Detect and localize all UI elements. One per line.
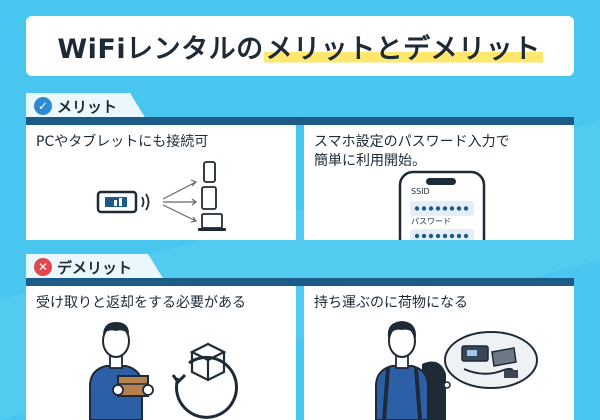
laptop-icon <box>198 213 226 231</box>
merit-card-devices: PCやタブレットにも接続可 <box>26 125 296 240</box>
demerit-card-pickup: 受け取りと返却をする必要がある <box>26 286 296 420</box>
title-lead: WiFiレンタル <box>57 33 237 65</box>
signal-waves-icon <box>141 193 150 211</box>
carrying-luggage-illustration <box>375 321 538 420</box>
merit-text-devices: PCやタブレットにも接続可 <box>36 134 209 150</box>
smartphone-icon <box>203 161 216 183</box>
phone-setup-illustration <box>398 170 486 240</box>
page-title: WiFiレンタルのメリットとデメリット <box>57 27 543 66</box>
demerits-divider <box>26 278 574 286</box>
tablet-icon <box>201 186 217 210</box>
ssid-label: SSID <box>411 187 430 196</box>
devices-illustration <box>96 161 226 231</box>
pickup-return-illustration <box>89 322 238 420</box>
arrows <box>162 179 198 223</box>
merit-text-password: スマホ設定のパスワード入力で 簡単に利用開始。 <box>314 134 510 169</box>
cross-icon: ✕ <box>34 258 52 276</box>
password-label: パスワード <box>411 217 451 226</box>
merits-tab: ✓ メリット <box>26 93 146 119</box>
demerit-text-pickup: 受け取りと返却をする必要がある <box>36 295 246 311</box>
wifi-router-icon <box>96 190 138 214</box>
person-with-box-icon <box>89 322 154 420</box>
title-highlight: メリットとデメリット <box>263 33 543 65</box>
merits-divider <box>26 117 574 125</box>
return-cycle-icon <box>171 342 238 419</box>
demerit-card-luggage: 持ち運ぶのに荷物になる <box>304 286 574 420</box>
title-banner: WiFiレンタルのメリットとデメリット <box>26 16 574 76</box>
merits-heading: メリット <box>57 97 118 116</box>
demerit-text-luggage: 持ち運ぶのに荷物になる <box>314 295 468 311</box>
check-icon: ✓ <box>34 97 52 115</box>
merit-card-password: スマホ設定のパスワード入力で 簡単に利用開始。 SSID パスワード <box>304 125 574 240</box>
gadgets-bubble-icon <box>443 331 538 389</box>
title-mid: の <box>236 33 264 65</box>
person-with-backpack-icon <box>375 321 446 420</box>
demerits-heading: デメリット <box>57 258 133 277</box>
demerits-tab: ✕ デメリット <box>26 254 164 280</box>
